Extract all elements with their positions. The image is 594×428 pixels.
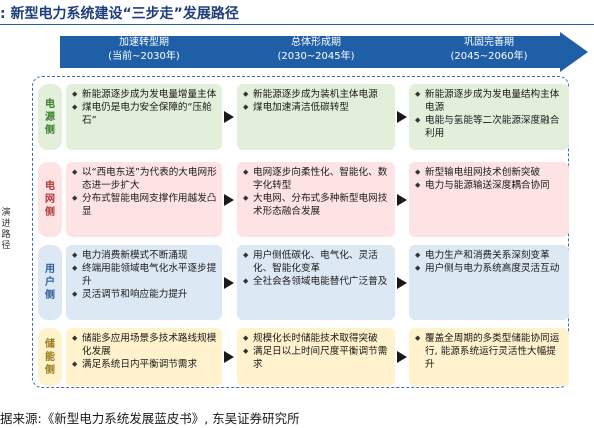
flow-arrow-icon <box>224 193 234 206</box>
stage-period: (当前~2030年) <box>108 51 180 62</box>
cell-item: 规模化长时储能技术取得突破 <box>243 332 391 345</box>
cell-item: 满足系统日内平衡调节需求 <box>72 358 218 371</box>
row-label: 电源侧 <box>38 84 62 150</box>
cell-item: 分布式智能电网支撑作用越发凸显 <box>72 192 218 218</box>
cell-item: 灵活调节和响应能力提升 <box>72 288 218 301</box>
cell-item: 新能源逐步成为发电量增量主体 <box>72 88 218 101</box>
flow-arrow-icon <box>397 193 407 206</box>
stage-cell: 覆盖全周期的多类型储能协同运行, 能源系统运行灵活性大幅提升 <box>409 328 569 386</box>
stage-cell: 规模化长时储能技术取得突破满足日以上时间尺度平衡调节需求 <box>237 328 395 386</box>
timeline-arrow <box>60 32 588 72</box>
stage-period: (2045~2060年) <box>450 51 528 62</box>
cell-item: 满足日以上时间尺度平衡调节需求 <box>243 345 391 371</box>
cell-item: 新型输电组网技术创新突破 <box>415 166 565 179</box>
stage-cell: 用户侧低碳化、电气化、灵活化、智能化变革全社会各领域电能替代广泛普及 <box>237 245 395 320</box>
stage-period: (2030~2045年) <box>277 51 355 62</box>
cell-item: 储能多应用场景多技术路线规模化发展 <box>72 332 218 358</box>
cell-item: 煤电加速清洁低碳转型 <box>243 101 391 114</box>
flow-arrow-icon <box>397 276 407 289</box>
flow-arrow-icon <box>397 351 407 363</box>
flow-arrow-icon <box>224 276 234 289</box>
cell-item: 全社会各领域电能替代广泛普及 <box>243 275 391 288</box>
cell-item: 终端用能领域电气化水平逐步提升 <box>72 262 218 288</box>
cell-item: 电力生产和消费关系深刻变革 <box>415 249 565 262</box>
stage-cell: 电力生产和消费关系深刻变革用户侧与电力系统高度灵活互动 <box>409 245 569 320</box>
stage-cell: 新型输电组网技术创新突破电力与能源输送深度耦合协同 <box>409 162 569 237</box>
cell-item: 新能源逐步成为装机主体电源 <box>243 88 391 101</box>
stage-cell: 电力消费新模式不断涌现终端用能领域电气化水平逐步提升灵活调节和响应能力提升 <box>66 245 222 320</box>
stage-cell: 新能源逐步成为装机主体电源煤电加速清洁低碳转型 <box>237 84 395 150</box>
row-label: 电网侧 <box>38 162 62 237</box>
stage-name: 加速转型期 <box>119 37 169 48</box>
stage-cell: 储能多应用场景多技术路线规模化发展满足系统日内平衡调节需求 <box>66 328 222 386</box>
stage-cell: 新能源逐步成为发电量结构主体电源电能与氢能等二次能源深度融合利用 <box>409 84 569 150</box>
pathway-side-label: 演进路径 <box>1 208 11 251</box>
cell-item: 以“西电东送”为代表的大电网形态进一步扩大 <box>72 166 218 192</box>
cell-item: 大电网、分布式多种新型电网技术形态融合发展 <box>243 192 391 218</box>
cell-item: 电能与氢能等二次能源深度融合利用 <box>415 114 565 140</box>
stage-cell: 新能源逐步成为发电量增量主体煤电仍是电力安全保障的“压舱石” <box>66 84 222 150</box>
stage-header: 加速转型期 (当前~2030年) <box>64 36 224 64</box>
stage-name: 总体形成期 <box>291 37 341 48</box>
timeline-arrow-shape <box>60 32 588 72</box>
stage-name: 巩固完善期 <box>464 37 514 48</box>
stage-header: 巩固完善期 (2045~2060年) <box>409 36 569 64</box>
source-note: 据来源:《新型电力系统发展蓝皮书》, 东吴证券研究所 <box>0 411 300 426</box>
cell-item: 煤电仍是电力安全保障的“压舱石” <box>72 101 218 127</box>
flow-arrow-icon <box>224 111 234 123</box>
stage-cell: 以“西电东送”为代表的大电网形态进一步扩大分布式智能电网支撑作用越发凸显 <box>66 162 222 237</box>
cell-item: 用户侧与电力系统高度灵活互动 <box>415 262 565 275</box>
figure-title: : 新型电力系统建设“三步走”发展路径 <box>0 6 239 22</box>
flow-arrow-icon <box>224 351 234 363</box>
cell-item: 新能源逐步成为发电量结构主体电源 <box>415 88 565 114</box>
title-rule <box>0 24 594 25</box>
cell-item: 电力与能源输送深度耦合协同 <box>415 179 565 192</box>
cell-item: 电力消费新模式不断涌现 <box>72 249 218 262</box>
stage-header: 总体形成期 (2030~2045年) <box>236 36 396 64</box>
row-label: 储能侧 <box>38 328 62 386</box>
cell-item: 电网逐步向柔性化、智能化、数字化转型 <box>243 166 391 192</box>
flow-arrow-icon <box>397 111 407 123</box>
stage-cell: 电网逐步向柔性化、智能化、数字化转型大电网、分布式多种新型电网技术形态融合发展 <box>237 162 395 237</box>
cell-item: 用户侧低碳化、电气化、灵活化、智能化变革 <box>243 249 391 275</box>
row-label: 用户侧 <box>38 245 62 320</box>
cell-item: 覆盖全周期的多类型储能协同运行, 能源系统运行灵活性大幅提升 <box>415 332 565 371</box>
